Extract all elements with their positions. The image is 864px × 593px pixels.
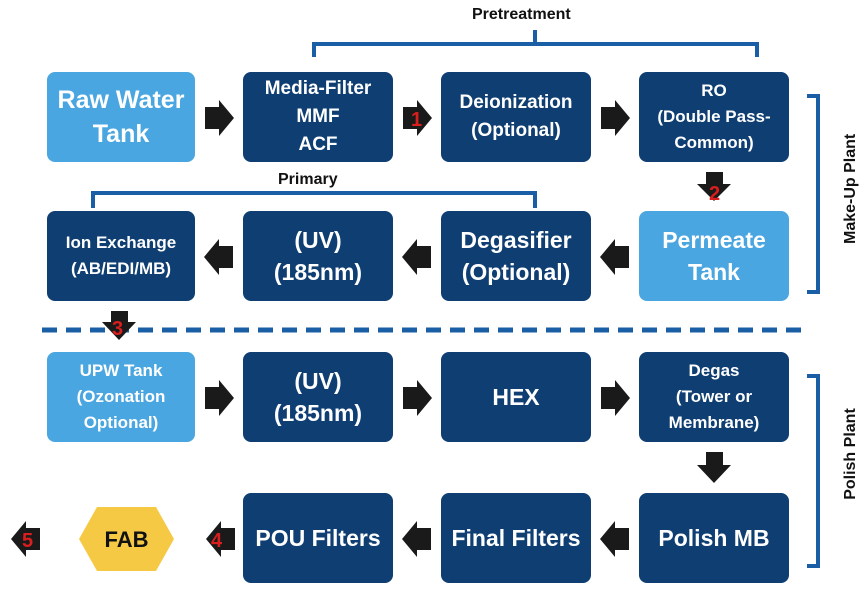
polish-plant-bracket (807, 374, 820, 568)
polish-mb-box: Polish MB (639, 493, 789, 583)
step-marker: 2 (709, 183, 720, 205)
arrow-left (600, 239, 629, 275)
primary-label: Primary (278, 171, 338, 188)
arrow-left (206, 521, 235, 557)
arrow-right (403, 100, 432, 136)
degasifier-box: Degasifier(Optional) (441, 211, 591, 301)
step-marker: 1 (411, 109, 422, 131)
ro-box: RO(Double Pass-Common) (639, 72, 789, 162)
arrow-right (205, 380, 234, 416)
step-marker: 3 (112, 318, 123, 340)
arrow-down (697, 172, 731, 201)
arrow-left (402, 239, 431, 275)
arrow-down (697, 452, 731, 483)
arrow-right (403, 380, 432, 416)
fab-hexagon (79, 507, 174, 571)
primary-bracket (91, 191, 537, 208)
ion-exchange-box: Ion Exchange(AB/EDI/MB) (47, 211, 195, 301)
pretreatment-bracket (312, 42, 759, 57)
pretreatment-label: Pretreatment (472, 6, 571, 23)
uv-polish-box: (UV)(185nm) (243, 352, 393, 442)
final-filters-box: Final Filters (441, 493, 591, 583)
arrow-right (601, 100, 630, 136)
arrow-left (600, 521, 629, 557)
arrow-right (601, 380, 630, 416)
arrow-right (205, 100, 234, 136)
uv-primary-box: (UV)(185nm) (243, 211, 393, 301)
arrow-down (102, 311, 136, 340)
arrow-left (204, 239, 233, 275)
arrow-left (402, 521, 431, 557)
step-marker: 5 (22, 530, 33, 552)
step-marker: 4 (211, 530, 223, 552)
deionization-box: Deionization(Optional) (441, 72, 591, 162)
pou-filters-box: POU Filters (243, 493, 393, 583)
makeup-plant-bracket (807, 94, 820, 294)
arrow-left (11, 521, 40, 557)
fab-label: FAB (105, 527, 149, 552)
hex-box: HEX (441, 352, 591, 442)
